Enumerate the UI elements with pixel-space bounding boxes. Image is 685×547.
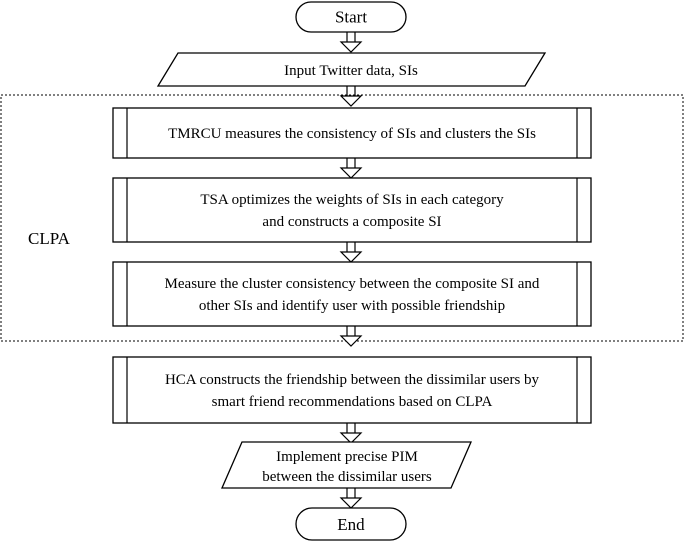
hca-step-line2: smart friend recommendations based on CL… xyxy=(212,394,493,410)
clpa-step-measure-line2: other SIs and identify user with possibl… xyxy=(199,298,505,314)
hca-step-line1: HCA constructs the friendship between th… xyxy=(165,372,540,388)
hca-step: HCA constructs the friendship between th… xyxy=(112,356,592,424)
clpa-group xyxy=(0,94,684,342)
start-terminator xyxy=(295,1,407,33)
clpa-step-tmrcu-text: TMRCU measures the consistency of SIs an… xyxy=(168,126,536,142)
arrow-output-to-end xyxy=(340,487,362,509)
output-parallelogram xyxy=(221,441,472,489)
arrow-input-to-clpa xyxy=(340,85,362,107)
clpa-step-tsa-line2: and constructs a composite SI xyxy=(262,214,441,230)
input-data-label: Input Twitter data, SIs xyxy=(284,63,418,79)
clpa-step-tsa-line1: TSA optimizes the weights of SIs in each… xyxy=(200,192,504,208)
output-line2: between the dissimilar users xyxy=(262,469,432,485)
clpa-step-tmrcu: TMRCU measures the consistency of SIs an… xyxy=(112,107,592,159)
arrow-step2-to-step3 xyxy=(340,241,362,263)
output-line1: Implement precise PIM xyxy=(276,449,418,465)
end-terminator xyxy=(295,507,407,541)
start-label: Start xyxy=(335,8,367,27)
clpa-step-measure-line1: Measure the cluster consistency between … xyxy=(165,276,540,292)
clpa-label: CLPA xyxy=(28,229,71,248)
arrow-clpa-to-hca xyxy=(340,325,362,347)
arrow-step1-to-step2 xyxy=(340,157,362,179)
arrow-start-to-input xyxy=(340,31,362,53)
arrow-hca-to-output xyxy=(340,422,362,444)
clpa-step-tsa: TSA optimizes the weights of SIs in each… xyxy=(112,177,592,243)
end-label: End xyxy=(337,515,365,534)
input-data-parallelogram xyxy=(156,52,547,87)
clpa-step-measure: Measure the cluster consistency between … xyxy=(112,261,592,327)
